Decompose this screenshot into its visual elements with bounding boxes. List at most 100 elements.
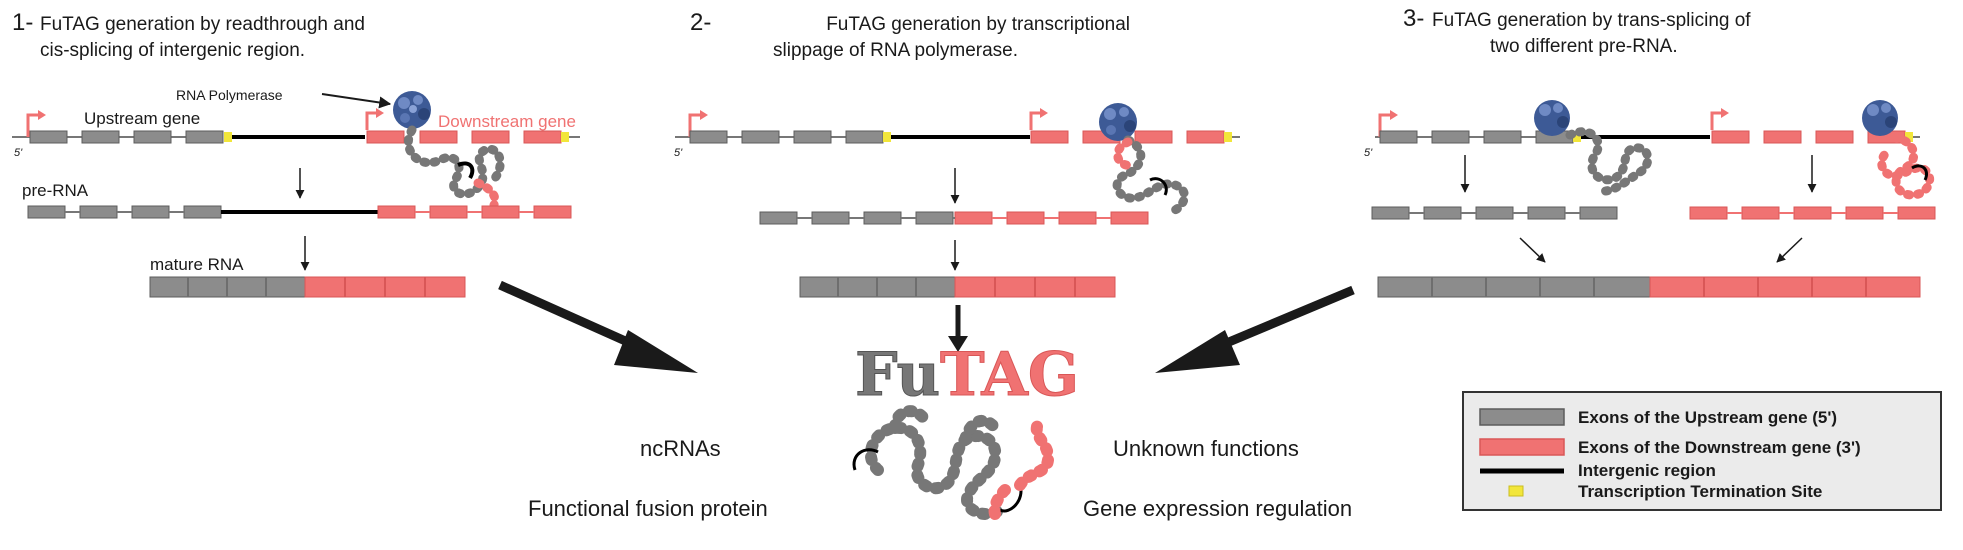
fusion-protein	[852, 405, 1055, 526]
nascent-rna	[1112, 135, 1189, 215]
exon-upstream	[689, 130, 728, 144]
exon-downstream	[1711, 130, 1750, 144]
legend: Exons of the Upstream gene (5') Exons of…	[1462, 391, 1942, 511]
exon-upstream	[741, 130, 780, 144]
futag-logo: Fu TAG	[855, 340, 1080, 411]
nascent-rna-downstream	[1877, 133, 1934, 200]
five-prime-label: 5'	[1364, 147, 1373, 159]
promoter-arrow-downstream	[1710, 111, 1725, 130]
promoter-arrowhead-downstream	[376, 108, 384, 118]
tts-marker	[561, 132, 569, 142]
function-unknown: Unknown functions	[1113, 436, 1299, 461]
exon-downstream	[1689, 206, 1728, 220]
tts-marker	[1573, 132, 1581, 142]
legend-label: Transcription Termination Site	[1578, 482, 1822, 501]
tts-marker	[883, 132, 891, 142]
legend-swatch-downstream	[1479, 438, 1565, 456]
nascent-rna-intergenic	[457, 161, 475, 180]
exon-downstream	[366, 130, 405, 144]
promoter-arrow-upstream	[688, 113, 704, 137]
exon-downstream	[1134, 130, 1173, 144]
downstream-gene-label: Downstream gene	[438, 112, 576, 131]
rna-polymerase	[1099, 103, 1137, 141]
function-fusion-protein: Functional fusion protein	[528, 496, 768, 521]
exon-upstream	[133, 130, 172, 144]
exon-downstream	[1186, 130, 1225, 144]
legend-label: Intergenic region	[1578, 461, 1716, 480]
exon-downstream	[471, 130, 510, 144]
promoter-arrow-downstream	[1029, 111, 1044, 130]
exon-downstream	[1763, 130, 1802, 144]
promoter-arrow-upstream	[1378, 113, 1394, 137]
panel2-title-line2: slippage of RNA polymerase.	[773, 40, 1018, 61]
exon-downstream	[1006, 211, 1045, 225]
exon-upstream	[811, 211, 850, 225]
rna-polymerase	[393, 91, 431, 129]
exon-upstream	[1431, 130, 1470, 144]
pre-rna-label: pre-RNA	[22, 181, 89, 200]
legend-label: Exons of the Downstream gene (3')	[1578, 438, 1861, 457]
five-prime-label: 5'	[14, 147, 23, 159]
converging-arrows	[498, 280, 1355, 373]
rna-polymerase	[1862, 100, 1898, 136]
panel1-title: 1- FuTAG generation by readthrough and c…	[12, 9, 365, 61]
exon-upstream	[1423, 206, 1462, 220]
logo-fu: Fu	[855, 340, 940, 410]
tts-marker	[1224, 132, 1232, 142]
panel3: 5'	[1364, 100, 1936, 298]
rna-polymerase-label: RNA Polymerase	[176, 87, 283, 103]
panel1-title-number: 1-	[12, 9, 33, 36]
exon-upstream	[1527, 206, 1566, 220]
panel3-title-line2: two different pre-RNA.	[1490, 36, 1678, 57]
arrow-diagonal	[1519, 237, 1546, 263]
exon-downstream	[1815, 130, 1854, 144]
five-prime-label: 5'	[674, 147, 683, 159]
rna-polymerase-pointer	[321, 93, 392, 109]
nascent-rna-downstream	[1113, 137, 1137, 170]
panel3-title-number: 3-	[1403, 5, 1424, 32]
nascent-rna-upstream	[1565, 127, 1653, 196]
promoter-arrow-downstream	[365, 111, 380, 130]
upstream-gene-label: Upstream gene	[84, 109, 200, 128]
mature-rna-downstream	[1649, 276, 1921, 298]
promoter-arrow-upstream	[26, 113, 42, 137]
exon-upstream	[1579, 206, 1618, 220]
exon-upstream	[1475, 206, 1514, 220]
tts-marker	[1905, 132, 1913, 142]
exon-upstream	[915, 211, 954, 225]
exon-upstream	[27, 205, 66, 219]
exon-downstream	[1058, 211, 1097, 225]
promoter-arrowhead-upstream	[38, 110, 46, 120]
legend-label: Exons of the Upstream gene (5')	[1578, 408, 1837, 427]
exon-upstream	[1483, 130, 1522, 144]
exon-downstream	[533, 205, 572, 219]
exon-upstream	[81, 130, 120, 144]
exon-upstream	[863, 211, 902, 225]
exon-upstream	[793, 130, 832, 144]
legend-swatch-tts	[1508, 485, 1524, 497]
exon-downstream	[1030, 130, 1069, 144]
panel2-title-number: 2-	[690, 9, 711, 36]
exon-downstream	[1897, 206, 1936, 220]
exon-upstream	[131, 205, 170, 219]
exon-upstream	[185, 130, 224, 144]
exon-downstream	[1845, 206, 1884, 220]
panel1-title-line2: cis-splicing of intergenic region.	[40, 40, 305, 61]
exon-downstream	[481, 205, 520, 219]
nascent-rna-downstream	[473, 178, 500, 210]
exon-downstream	[377, 205, 416, 219]
exon-downstream	[1793, 206, 1832, 220]
exon-upstream	[183, 205, 222, 219]
mature-rna-label: mature RNA	[150, 255, 244, 274]
logo-tag: TAG	[940, 340, 1079, 410]
exon-downstream	[523, 130, 562, 144]
rna-polymerase	[1534, 100, 1570, 136]
exon-downstream	[1741, 206, 1780, 220]
function-ncrnas: ncRNAs	[640, 436, 721, 461]
legend-swatch-upstream	[1479, 408, 1565, 426]
protein-chain-red	[1014, 414, 1055, 491]
nascent-rna	[403, 125, 505, 199]
panel3-title: 3- FuTAG generation by trans-splicing of…	[1403, 5, 1751, 57]
exon-downstream	[429, 205, 468, 219]
